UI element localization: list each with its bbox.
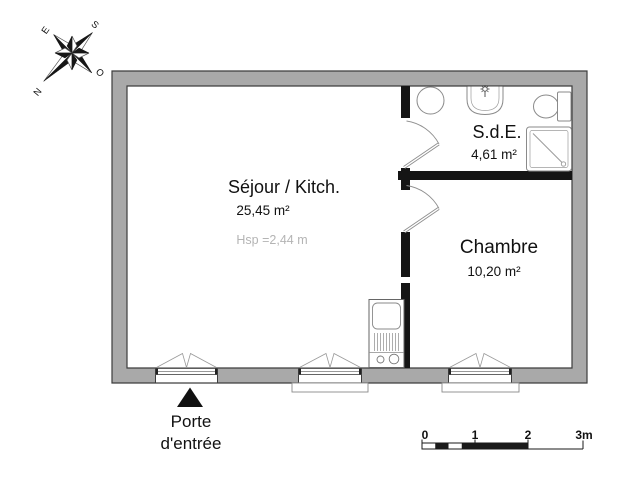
compass-letter-o: O bbox=[93, 66, 106, 79]
room-name-chambre: Chambre bbox=[460, 237, 538, 258]
sde-door bbox=[403, 120, 440, 169]
room-area-sejour: 25,45 m² bbox=[236, 203, 290, 218]
compass-letter-n: N bbox=[32, 86, 45, 98]
window-sill bbox=[291, 382, 369, 393]
compass-letter-s: S bbox=[89, 19, 101, 32]
compass-rose: S E O N bbox=[32, 19, 106, 99]
washbasin bbox=[466, 85, 504, 116]
room-name-sde: S.d.E. bbox=[472, 122, 521, 142]
kitchenette-unit bbox=[368, 299, 405, 368]
window-chambre bbox=[441, 352, 520, 393]
entrance-door bbox=[155, 352, 218, 375]
entrance-label-line1: Porte bbox=[171, 412, 212, 431]
room-area-sde: 4,61 m² bbox=[471, 147, 517, 162]
room-note-ceiling-height: Hsp =2,44 m bbox=[236, 233, 307, 247]
scale-label-1: 1 bbox=[472, 428, 479, 442]
room-name-sejour: Séjour / Kitch. bbox=[228, 177, 340, 197]
entrance-annotation: Porte d'entrée bbox=[161, 387, 222, 453]
compass-letter-e: E bbox=[40, 25, 53, 37]
exterior-walls bbox=[111, 70, 588, 384]
faucet-icon bbox=[480, 85, 490, 97]
exterior-wall-ring bbox=[111, 70, 588, 384]
chambre-door bbox=[403, 185, 440, 234]
room-area-chambre: 10,20 m² bbox=[467, 264, 521, 279]
toilet bbox=[533, 91, 572, 122]
scale-label-3m: 3m bbox=[575, 428, 592, 442]
grill-lines bbox=[374, 333, 399, 351]
water-heater bbox=[416, 86, 445, 115]
scale-bar: 0 1 2 3m bbox=[421, 428, 593, 450]
scale-label-2: 2 bbox=[525, 428, 532, 442]
entrance-label-line2: d'entrée bbox=[161, 434, 222, 453]
scale-label-0: 0 bbox=[422, 428, 429, 442]
shower bbox=[526, 126, 572, 172]
window-sejour bbox=[291, 352, 369, 393]
room-labels: Séjour / Kitch. 25,45 m² Hsp =2,44 m S.d… bbox=[228, 122, 538, 279]
window-sill bbox=[441, 382, 520, 393]
entrance-arrow-icon bbox=[177, 387, 203, 407]
